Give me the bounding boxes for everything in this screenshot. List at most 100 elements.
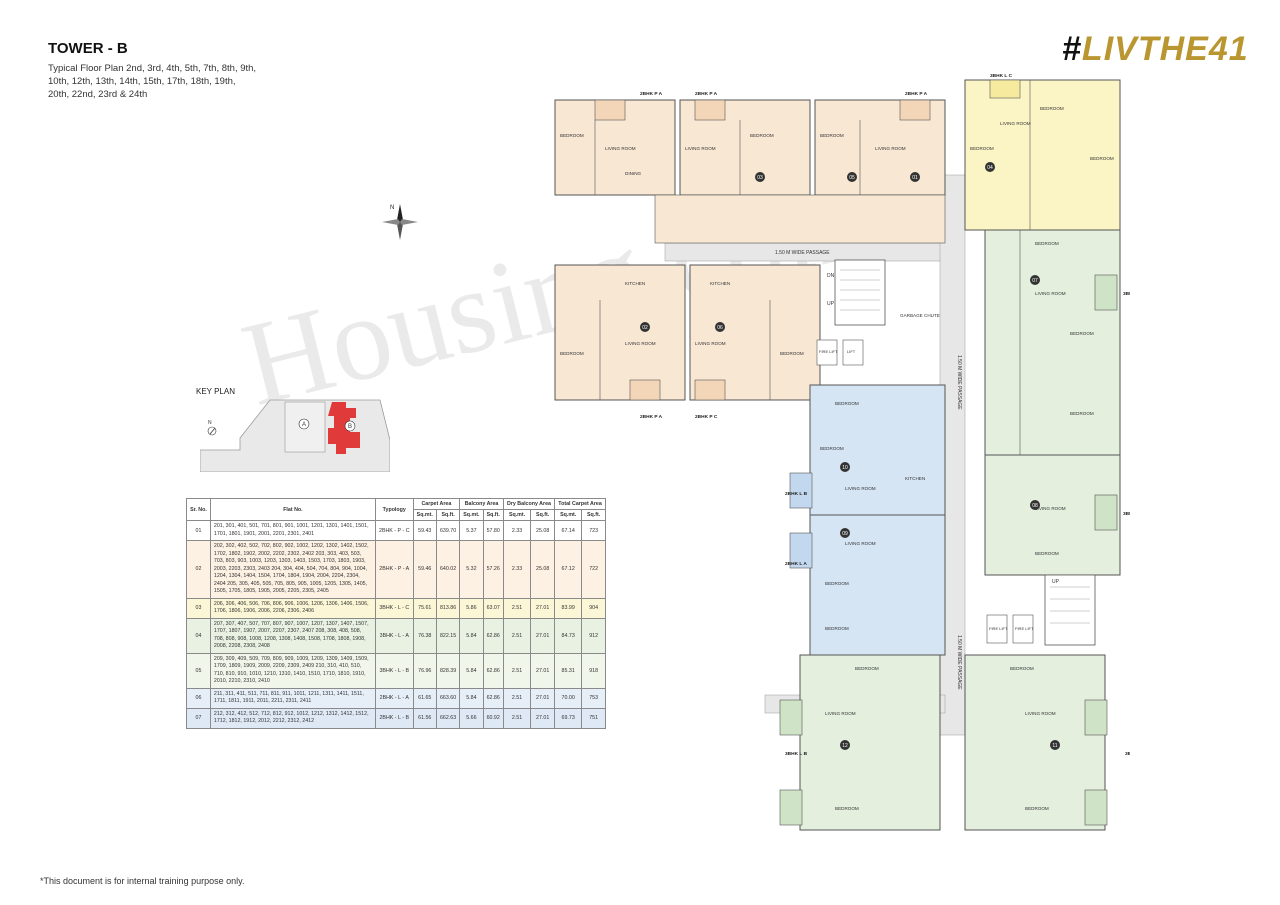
room-label: BEDROOM [820,133,844,138]
room-label: BEDROOM [750,133,774,138]
cell-sr: 03 [186,597,211,619]
cell-typology: 3BHK - L - A [374,617,414,654]
lift-label: LIFT [847,349,856,354]
cell-balc-f: 62.86 [482,617,504,654]
room-label: BEDROOM [560,351,584,356]
table-header-row: Sr. No. Flat No. Typology Carpet Area Ba… [186,498,606,521]
unit-number-badge [910,172,920,182]
unit-number-badge [755,172,765,182]
unit-outline [689,264,821,401]
room-label: BEDROOM [1070,331,1094,336]
room-label: BEDROOM [780,351,804,356]
brand-number: 41 [1208,30,1249,68]
room-label: BEDROOM [1040,106,1064,111]
lift [842,339,864,366]
staircase [1044,574,1096,646]
unit-mid-right: KITCHEN LIVING ROOM BEDROOM [689,264,821,401]
unit-number-badge [640,322,650,332]
unit-typology-label: 2BHK P A [640,414,663,420]
cell-typology: 2BHK - L - B [374,707,414,729]
unit-number-label: 07 [1032,278,1038,284]
cell-total-f: 912 [581,617,606,654]
cell-balc-m: 5.84 [459,617,484,654]
unit-outline [984,229,1121,456]
cell-total-m: 70.00 [554,687,583,709]
cell-carpet-m: 76.96 [412,652,437,689]
room-label: BEDROOM [820,446,844,451]
unit-typology-label: 2BHK L B [785,491,808,497]
unit-3bhk-la-lower: LIVING ROOM BEDROOM [984,454,1121,576]
garbage-chute-label: GARBAGE CHUTE [900,313,940,318]
brand-main: LIVTHE [1081,30,1209,68]
unit-number-label: 11 [1052,743,1057,749]
unit-number-label: 01 [912,175,918,181]
cell-sr: 04 [186,617,211,654]
cell-balc-f: 57.80 [482,520,504,541]
unit-number-label: 04 [987,165,993,171]
cell-total-f: 753 [581,687,606,709]
brand-hash: # [1062,30,1082,68]
unit-number-label: 02 [642,325,648,331]
cell-sr: 01 [186,520,211,541]
cell-carpet-m: 59.43 [412,520,437,541]
cell-flats: 207, 307, 407, 507, 707, 807, 907, 1007,… [209,617,376,654]
cell-sr: 05 [186,652,211,689]
stair-up-label: UP [827,301,835,307]
cell-balc-m: 5.84 [459,687,484,709]
unit-outline [809,384,946,516]
col-typology: Typology [374,498,414,521]
cell-dry-m: 2.51 [502,597,532,619]
cell-total-f: 722 [581,540,606,599]
key-plan: A B N [200,399,390,472]
unit-typology-label: 2BHK P A [905,91,928,97]
brand-logo: #LIVTHE41 [1062,30,1249,69]
balcony [1094,494,1118,531]
room-label: KITCHEN [625,281,645,286]
unit-number-badge [840,528,850,538]
cell-balc-m: 5.66 [459,707,484,729]
footnote: *This document is for internal training … [40,876,245,886]
cell-dry-m: 2.51 [502,617,532,654]
balcony [1094,274,1118,311]
cell-typology: 2BHK - P - C [374,520,414,541]
cell-total-f: 918 [581,652,606,689]
room-label: DINING [625,171,642,176]
unit-2bhk-lb: BEDROOM BEDROOM LIVING ROOM KITCHEN [789,384,946,516]
unit-number-label: 08 [1032,503,1038,509]
stair-dn-label: DN [827,273,835,279]
core-bottom: UP FIRE LIFT FIRE LIFT [986,574,1096,646]
balcony [694,379,726,401]
cell-dry-f: 27.01 [530,652,556,689]
room-label: BEDROOM [1035,241,1059,246]
cell-typology: 2BHK - L - A [374,687,414,709]
unit-typology-label: 3BHK L B [785,751,808,757]
cell-sr: 06 [186,687,211,709]
passage-low-label: 1.50 M WIDE PASSAGE [956,635,962,690]
unit-number-badge [840,462,850,472]
cell-dry-m: 2.33 [502,540,532,599]
fire-lift [816,339,838,366]
unit-typology-label: 2BHK L A [785,561,807,567]
fire-lift-label: FIRE LIFT [819,349,838,354]
room-label: LIVING ROOM [1000,121,1031,126]
room-label: BEDROOM [560,133,584,138]
unit-top-right: BEDROOM LIVING ROOM KITCHEN [814,99,946,216]
unit-number-badge [1030,500,1040,510]
balcony [899,99,931,121]
unit-number-badge [1050,740,1060,750]
unit-number-label: 06 [717,325,723,331]
cell-carpet-m: 75.61 [412,597,437,619]
room-label: BEDROOM [1025,806,1049,811]
room-label: BEDROOM [1070,411,1094,416]
tower-a-label: A [302,422,306,428]
cell-carpet-f: 640.02 [435,540,461,599]
cell-flats: 211, 311, 411, 511, 711, 811, 911, 1011,… [209,687,376,709]
cell-carpet-f: 662.63 [435,707,461,729]
cell-balc-f: 62.86 [482,687,504,709]
room-label: LIVING ROOM [1035,291,1066,296]
room-label: BEDROOM [835,806,859,811]
unit-typology-label: 2BHK P C [695,414,718,420]
